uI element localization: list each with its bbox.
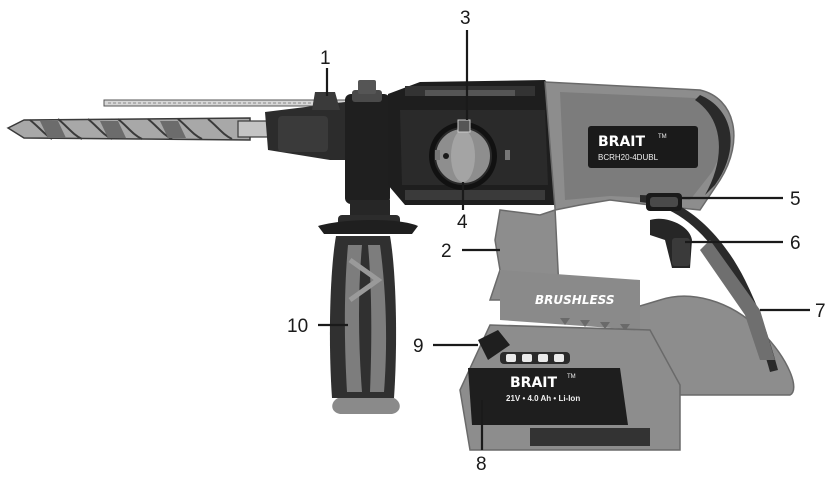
trigger <box>650 218 692 268</box>
callout-1: 1 <box>320 48 331 69</box>
chuck <box>265 92 345 160</box>
callout-8: 8 <box>476 454 487 475</box>
callout-4: 4 <box>457 212 468 233</box>
callout-7: 7 <box>815 301 826 322</box>
battery-trademark-text: TM <box>567 374 576 380</box>
callout-10: 10 <box>287 316 308 337</box>
battery-brand-text: BRAIT <box>510 375 557 391</box>
forward-reverse-switch <box>646 193 682 211</box>
mode-selector-knob <box>429 119 510 190</box>
callout-9: 9 <box>413 336 424 357</box>
callout-2: 2 <box>441 241 452 262</box>
motor-housing: BRUSHLESS <box>500 270 640 331</box>
badge-trademark-text: TM <box>658 134 667 140</box>
callout-3: 3 <box>460 8 471 29</box>
callout-numbers: 1 2 3 4 5 6 7 8 9 10 <box>287 8 826 475</box>
brushless-label: BRUSHLESS <box>535 293 615 307</box>
side-handle <box>318 215 418 414</box>
badge-model-text: BCRH20-4DUBL <box>598 153 659 162</box>
model-badge: BRAIT TM BCRH20-4DUBL <box>588 126 698 168</box>
callout-5: 5 <box>790 189 801 210</box>
battery-pack: BRAIT TM 21V • 4.0 Ah • Li-Ion <box>459 324 681 451</box>
callout-6: 6 <box>790 233 801 254</box>
drill-bit <box>6 117 269 141</box>
side-handle-clamp <box>345 80 390 218</box>
battery-spec-text: 21V • 4.0 Ah • Li-Ion <box>506 394 580 403</box>
callout-leaders <box>318 30 810 450</box>
badge-brand-text: BRAIT <box>598 134 645 150</box>
